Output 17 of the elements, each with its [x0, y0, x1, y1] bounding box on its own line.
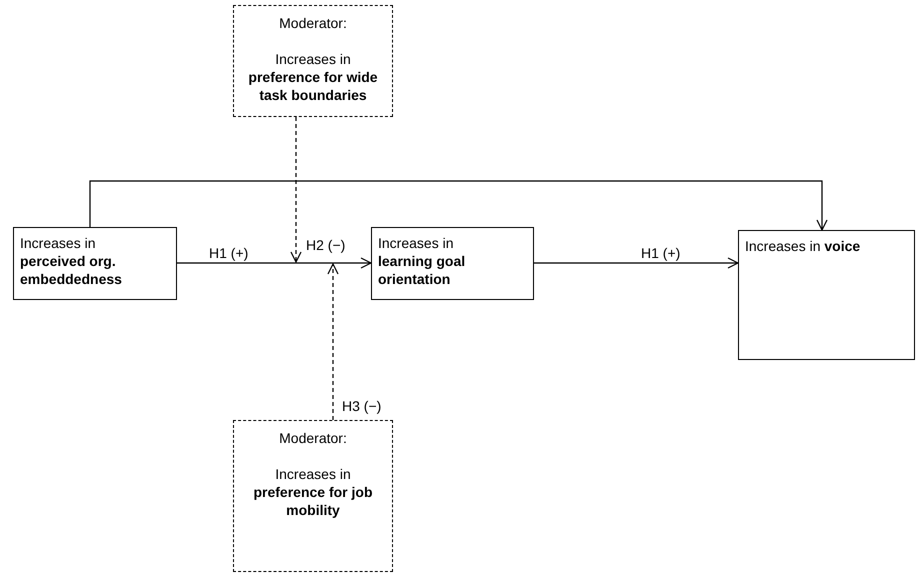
- arrow: [534, 257, 739, 269]
- moderator-box: [233, 420, 393, 572]
- dashed-arrow: [327, 263, 339, 420]
- variable-box: [371, 227, 534, 300]
- node-text: Increases in perceived org. embeddedness: [20, 234, 123, 288]
- node-text: Increases in voice: [745, 237, 862, 255]
- variable-box: [738, 230, 915, 360]
- node-text: Increases in preference for wide task boundaries: [247, 50, 379, 104]
- node-text: Moderator:: [279, 14, 347, 32]
- node-text: Increases in preference for job mobility: [252, 465, 374, 519]
- dashed-arrow: [290, 117, 302, 263]
- node-text: Increases in learning goal orientation: [378, 234, 466, 288]
- node-text: Moderator:: [279, 429, 347, 447]
- variable-box: [13, 227, 177, 300]
- arrow: [177, 257, 372, 269]
- arrow: [89, 180, 828, 231]
- moderator-box: [233, 5, 393, 117]
